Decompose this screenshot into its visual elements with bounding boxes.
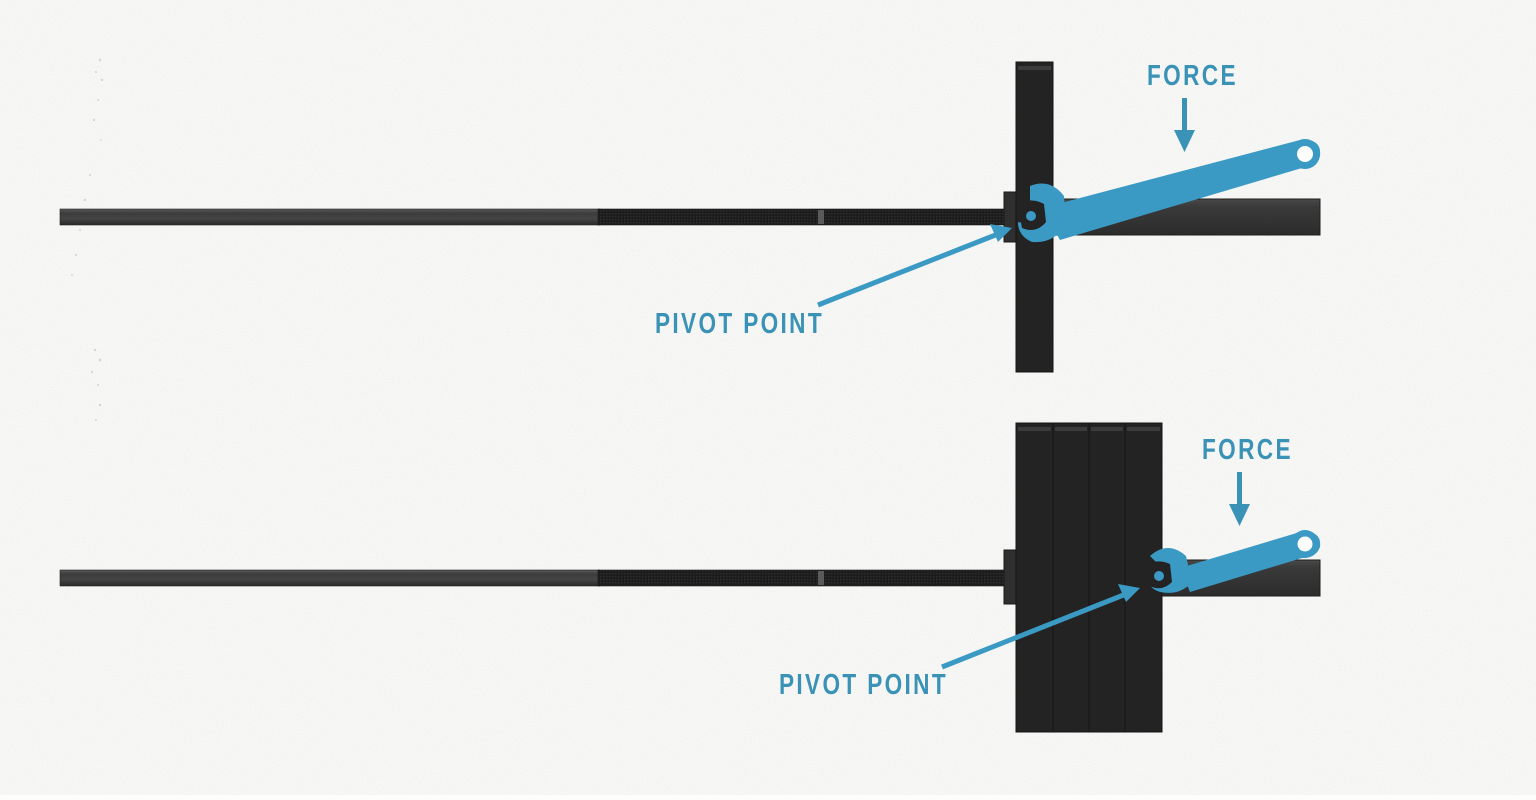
pivot-dot [1026, 211, 1036, 221]
left-edge-smudge [71, 58, 104, 421]
force-arrow-icon [1174, 98, 1195, 152]
pivot-point-label: PIVOT POINT [655, 308, 825, 340]
weight-plate [1052, 422, 1090, 733]
weight-plate [1088, 422, 1126, 733]
pivot-arrow-icon [941, 584, 1140, 670]
barbell-knurling [597, 208, 1009, 226]
weight-plate-stack [1015, 422, 1163, 733]
pivot-point-label: PIVOT POINT [779, 669, 949, 701]
force-label: FORCE [1147, 60, 1238, 92]
knurl-mark [818, 571, 824, 585]
panel-stacked-plates [59, 422, 1321, 733]
pivot-arrow-icon [817, 224, 1012, 308]
panel-single-plate [59, 61, 1321, 373]
plate-highlight [1018, 66, 1051, 70]
barbell-knurling [597, 569, 1009, 587]
barbell-shaft [59, 569, 601, 587]
force-label: FORCE [1202, 434, 1293, 466]
barbell-shaft [59, 208, 601, 226]
wrench-hole [1297, 536, 1313, 552]
force-arrow-icon [1229, 472, 1250, 526]
pivot-dot [1154, 571, 1164, 581]
wrench-hole [1297, 146, 1313, 162]
weight-plate [1015, 422, 1054, 733]
knurl-mark [818, 210, 824, 224]
